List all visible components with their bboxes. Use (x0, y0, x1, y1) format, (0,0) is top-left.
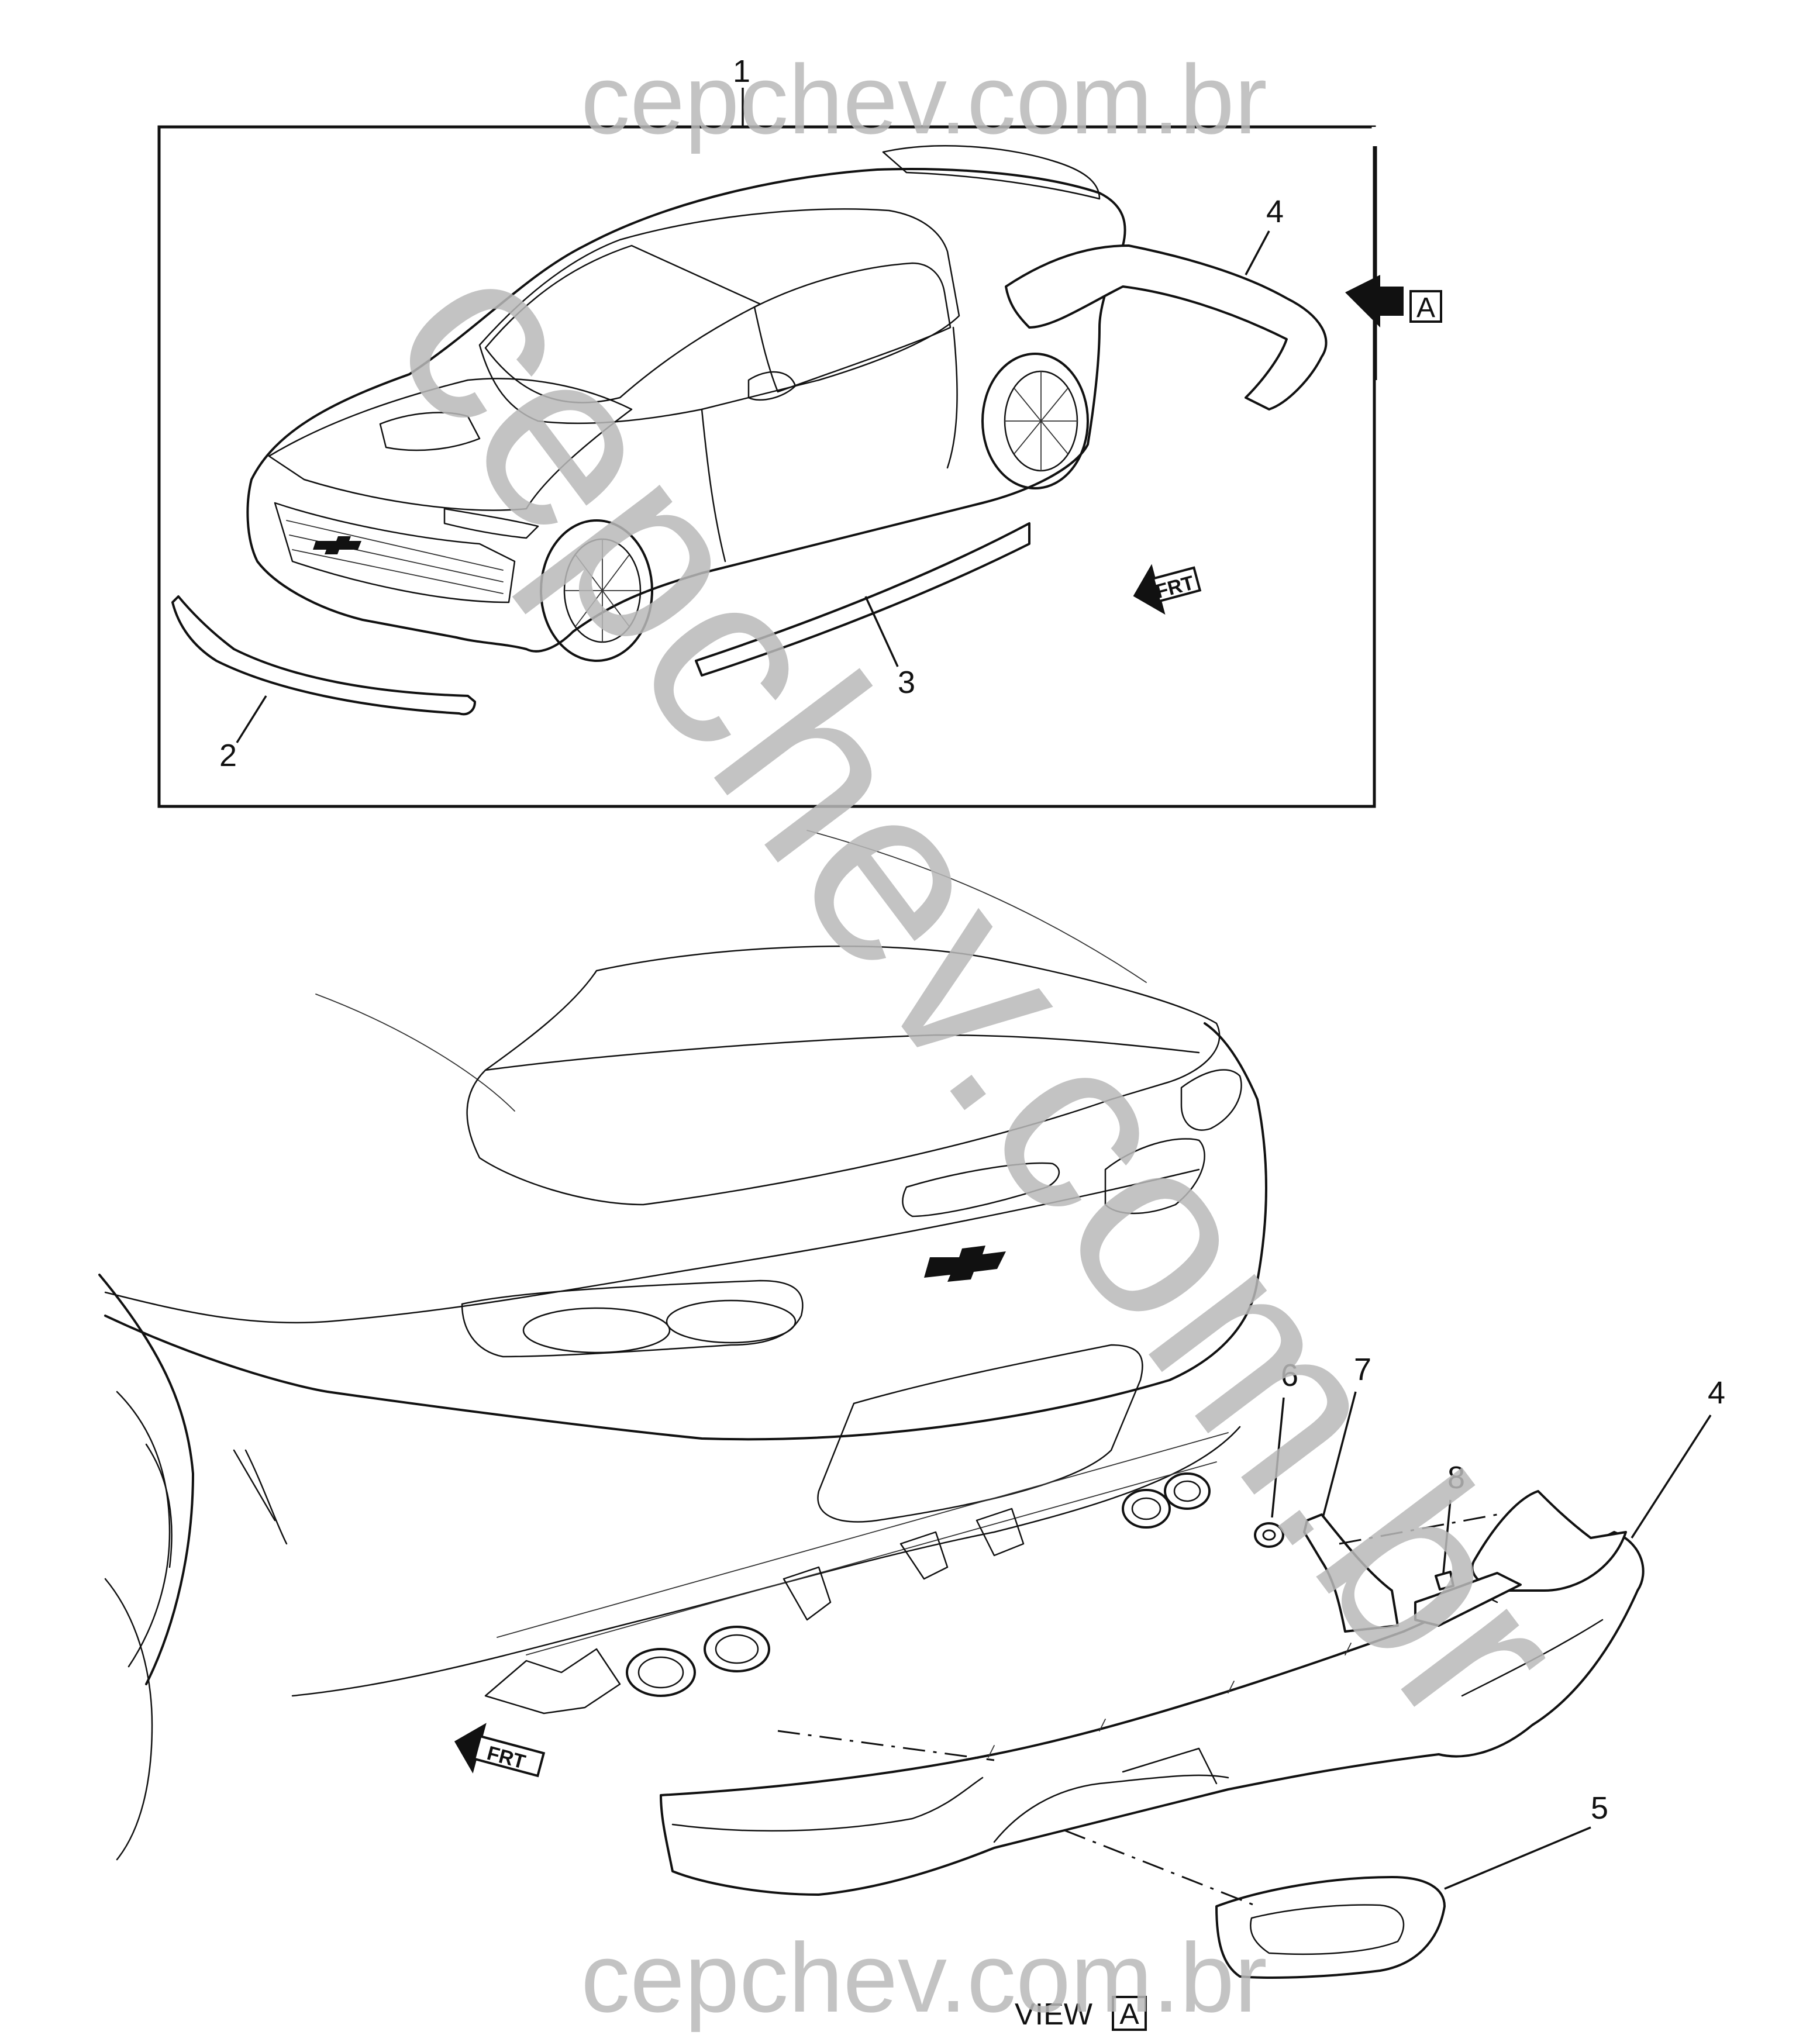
part-clip (1435, 1571, 1454, 1591)
chevrolet-bowtie-logo (924, 1246, 1006, 1282)
front-direction-arrow-icon-bottom: FRT (454, 1723, 546, 1778)
callout-4-bottom: 4 (1708, 1375, 1725, 1410)
view-a-label: A (1416, 292, 1435, 323)
inset-frame (157, 125, 1376, 808)
callout-3: 3 (898, 665, 915, 700)
chevrolet-bowtie-logo-small (313, 536, 361, 554)
part-exhaust-tip (1215, 1876, 1446, 1979)
overview-inset: 1 2 3 4 A FRT (157, 54, 1442, 808)
watermark-diagonal: cepchev.com.br (340, 203, 1622, 1775)
part-bracket (1303, 1513, 1399, 1633)
part-rear-diffuser-overview (1005, 244, 1328, 411)
watermark-top: cepchev.com.br (581, 44, 1267, 154)
callout-8: 8 (1447, 1460, 1465, 1495)
callout-6: 6 (1281, 1358, 1298, 1393)
part-rear-diffuser (660, 1531, 1645, 1896)
view-label-text: VIEW (1015, 1998, 1092, 2031)
callout-2: 2 (219, 738, 237, 773)
callout-7: 7 (1354, 1352, 1371, 1387)
front-direction-arrow-icon: FRT (1133, 564, 1202, 615)
view-label-ref: A (1119, 1998, 1139, 2030)
part-rocker-panel (695, 522, 1030, 677)
view-a-box (1409, 290, 1442, 323)
vehicle-overview-drawing (246, 145, 1126, 662)
callout-1: 1 (733, 54, 750, 89)
view-direction-arrow-icon (1345, 275, 1404, 327)
view-label-box (1112, 1996, 1147, 2031)
callout-5: 5 (1591, 1791, 1608, 1826)
rear-vehicle-drawing (98, 830, 1267, 1861)
part-clip-plate (1414, 1572, 1522, 1627)
part-nut (1254, 1522, 1284, 1548)
part-front-splitter (171, 595, 476, 716)
callout-4-top: 4 (1266, 194, 1284, 229)
watermark-bottom: cepchev.com.br (581, 1923, 1267, 2033)
